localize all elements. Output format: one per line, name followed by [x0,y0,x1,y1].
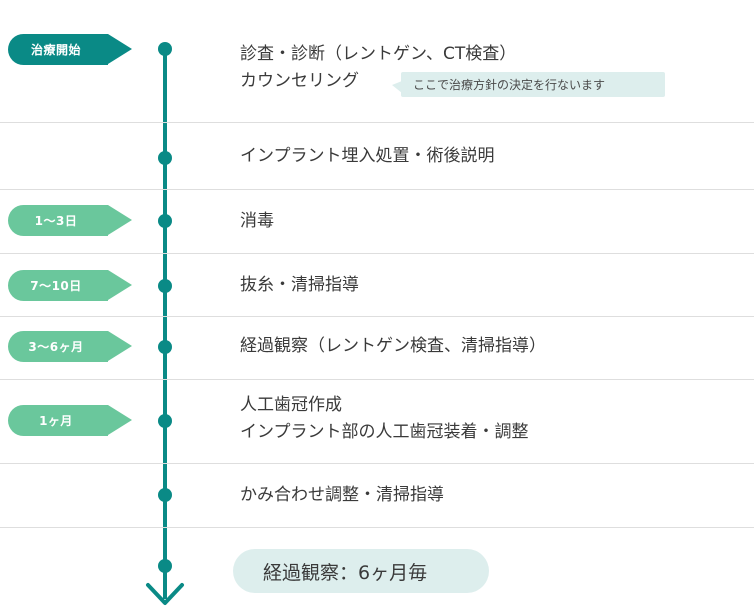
final-followup-pill: 経過観察：6ヶ月毎 [233,549,489,593]
timeline-tag: 1ヶ月 [8,405,132,436]
timeline-dot [158,559,172,573]
timeline-tag: 3〜6ヶ月 [8,331,132,362]
timeline-step: かみ合わせ調整・清掃指導 [240,484,444,507]
note-bubble: ここで治療方針の決定を行ないます [392,72,665,97]
step-line: 経過観察（レントゲン検査、清掃指導） [240,336,546,356]
divider [0,379,754,380]
step-line: 消毒 [240,211,274,231]
divider [0,253,754,254]
timeline-dot [158,42,172,56]
timeline-step: 診査・診断（レントゲン、CT検査） カウンセリング [240,43,516,93]
timeline-dot [158,279,172,293]
divider [0,463,754,464]
timeline-step: 経過観察（レントゲン検査、清掃指導） [240,335,546,358]
timeline-step: 人工歯冠作成 インプラント部の人工歯冠装着・調整 [240,394,529,444]
timeline-tag: 1〜3日 [8,205,132,236]
timeline-step: インプラント埋入処置・術後説明 [240,145,495,168]
timeline-tag-start: 治療開始 [8,34,132,65]
step-line: カウンセリング [240,71,359,91]
timeline-dot [158,488,172,502]
step-line: 人工歯冠作成 [240,395,342,415]
step-line: 抜糸・清掃指導 [240,275,359,295]
timeline-dot [158,214,172,228]
divider [0,189,754,190]
timeline-dot [158,151,172,165]
chevron-down-icon [146,583,184,605]
timeline-step: 抜糸・清掃指導 [240,274,359,297]
step-line: 診査・診断（レントゲン、CT検査） [240,44,517,64]
step-line: インプラント埋入処置・術後説明 [240,146,495,166]
timeline-tag: 7〜10日 [8,270,132,301]
timeline-line [163,47,167,599]
timeline-dot [158,340,172,354]
timeline-dot [158,414,172,428]
divider [0,122,754,123]
divider [0,316,754,317]
divider [0,527,754,528]
step-line: インプラント部の人工歯冠装着・調整 [240,422,529,442]
step-line: かみ合わせ調整・清掃指導 [240,485,444,505]
timeline-step: 消毒 [240,210,274,233]
